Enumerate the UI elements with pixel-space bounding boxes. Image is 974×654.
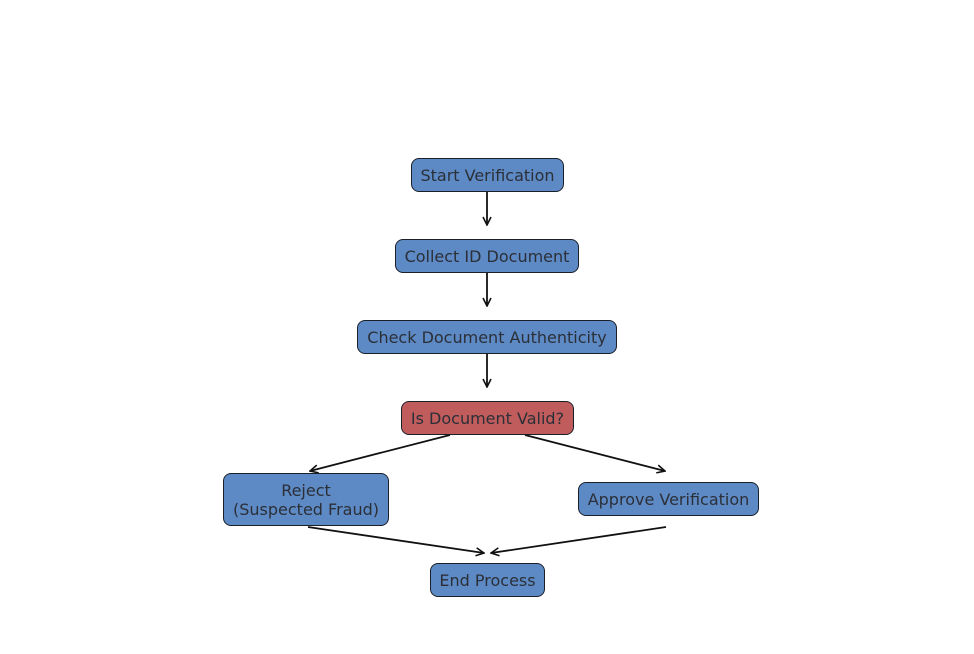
- edge-reject-to-end: [307, 526, 484, 553]
- start-verification-node: Start Verification: [411, 158, 564, 192]
- end-process-node: End Process: [430, 563, 545, 597]
- collect-id-document-node: Collect ID Document: [395, 239, 579, 273]
- is-document-valid-decision-node: Is Document Valid?: [401, 401, 574, 435]
- approve-verification-node: Approve Verification: [578, 482, 759, 516]
- edge-valid-to-reject: [310, 434, 451, 471]
- edge-approve-to-end: [491, 526, 667, 553]
- edge-valid-to-approve: [524, 434, 665, 471]
- check-document-authenticity-node: Check Document Authenticity: [357, 320, 617, 354]
- reject-suspected-fraud-node: Reject (Suspected Fraud): [223, 473, 389, 526]
